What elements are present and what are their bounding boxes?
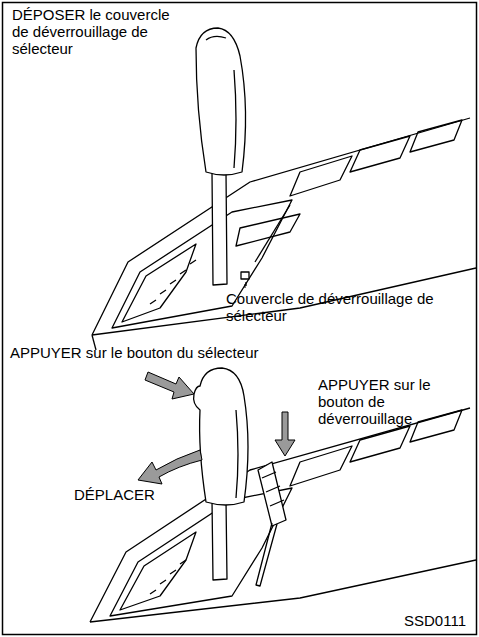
figure-code: SSD0111: [404, 612, 474, 629]
action-label: DÉPLACER: [74, 486, 184, 503]
instruction-label: APPUYER sur le bouton de déverrouillage: [318, 376, 448, 427]
part-label: Couvercle de déverrouillage de sélecteur: [226, 290, 438, 324]
instruction-label: DÉPOSER le couvercle de déverrouillage d…: [12, 6, 182, 57]
instruction-label: APPUYER sur le bouton du sélecteur: [10, 344, 310, 361]
